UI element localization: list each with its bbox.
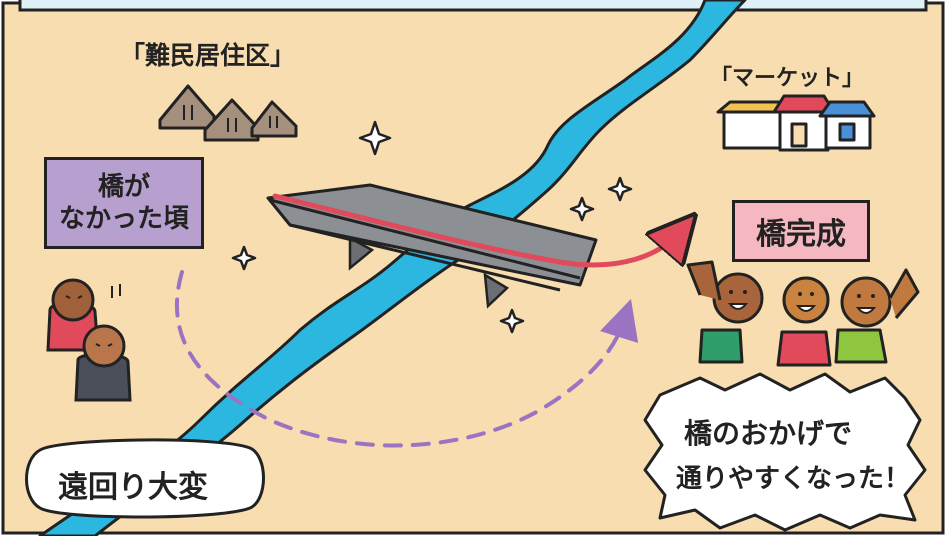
- market-label: 「マーケット」: [710, 66, 865, 91]
- before-line-1: 橋が: [97, 172, 150, 202]
- sad-people: [46, 278, 132, 402]
- river: [38, 0, 747, 536]
- completed-text: 橋完成: [756, 217, 846, 252]
- bridge-pillar: [483, 272, 510, 309]
- thanks-bubble: [643, 372, 927, 532]
- thanks-line-2: 通りやすくなった！: [676, 464, 911, 494]
- top-banner: [18, 0, 928, 12]
- detour-arrow: [174, 270, 639, 448]
- route-arrow: [272, 193, 680, 268]
- refugee-area-label: 「難民居住区」: [120, 41, 296, 70]
- detour-text: 遠回り大変: [58, 470, 208, 505]
- sparkle-icons: [231, 120, 633, 334]
- tent-icons: [158, 84, 298, 142]
- before-line-2: なかった頃: [58, 204, 189, 234]
- bridge-completed-label: 橋完成: [732, 200, 870, 262]
- detour-bubble: [25, 438, 265, 519]
- bridge-pillar: [348, 235, 375, 271]
- market-icons: [716, 94, 876, 152]
- happy-people: [686, 260, 920, 367]
- before-bridge-label: 橋が なかった頃: [44, 157, 204, 249]
- thanks-line-1: 橋のおかげで: [684, 417, 853, 450]
